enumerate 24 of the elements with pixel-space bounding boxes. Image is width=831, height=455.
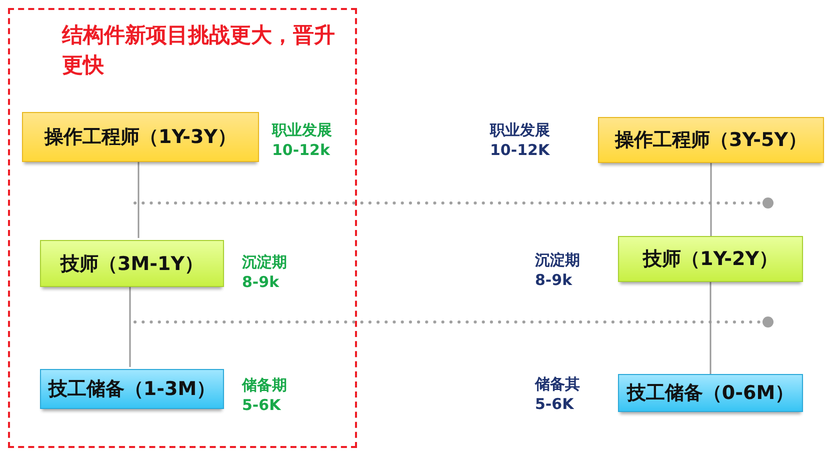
salary-note: 职业发展 — [272, 120, 332, 140]
position-box: 技师（3M-1Y） — [40, 240, 224, 287]
salary-note: 5-6K — [535, 394, 575, 414]
position-box: 技工储备（0-6M） — [618, 374, 803, 412]
position-box: 操作工程师（3Y-5Y） — [598, 117, 824, 163]
connector-line — [710, 163, 712, 236]
position-box: 技工储备（1-3M） — [40, 369, 224, 409]
salary-note: 10-12K — [490, 140, 550, 160]
dashed-frame — [8, 8, 357, 448]
salary-note: 5-6K — [242, 395, 282, 415]
salary-note: 职业发展 — [490, 120, 550, 140]
salary-note: 储备期 — [242, 375, 287, 395]
position-box: 操作工程师（1Y-3Y） — [22, 112, 259, 162]
salary-note: 沉淀期 — [242, 252, 287, 272]
frame-title: 结构件新项目挑战更大，晋升更快 — [62, 22, 336, 79]
salary-note: 10-12k — [272, 140, 331, 160]
salary-note: 8-9k — [535, 270, 574, 290]
salary-note: 储备其 — [535, 374, 580, 394]
salary-note: 8-9k — [242, 272, 280, 292]
connector-line — [138, 160, 140, 238]
connector-line — [710, 282, 712, 374]
connector-line — [129, 285, 131, 367]
salary-note: 沉淀期 — [535, 250, 580, 270]
position-box: 技师（1Y-2Y） — [618, 236, 803, 282]
